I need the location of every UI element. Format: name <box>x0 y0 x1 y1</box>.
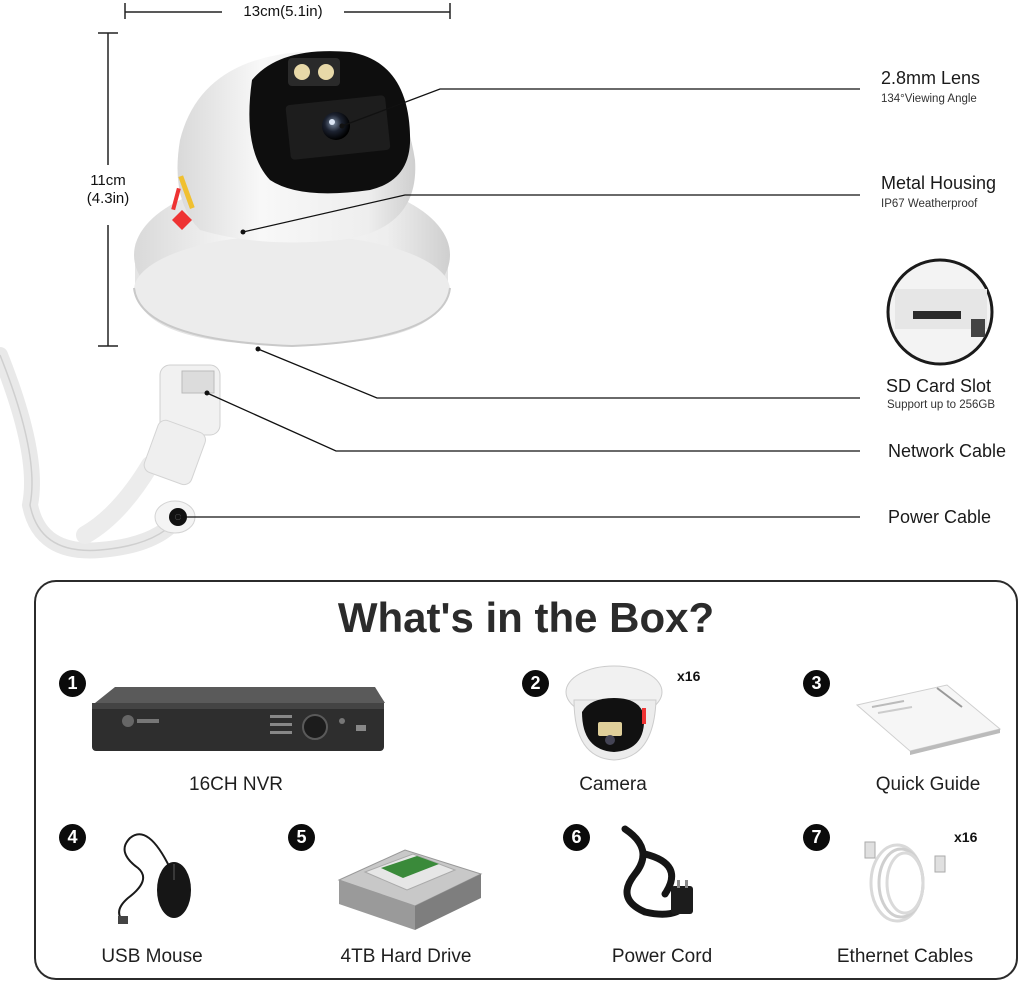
item-label-power-cord: Power Cord <box>611 946 713 967</box>
spec-lens-title: 2.8mm Lens <box>881 68 981 88</box>
height-label-in: (4.3in) <box>86 190 130 207</box>
height-label-cm: 11cm <box>90 172 126 189</box>
box-heading: What's in the Box? <box>337 594 715 641</box>
ethernet-cable-icon <box>864 841 946 923</box>
nvr-icon <box>92 687 385 751</box>
width-dimension-line <box>124 3 451 19</box>
spec-network-cable-title: Network Cable <box>888 441 1007 461</box>
item-number-badge: 7 <box>803 824 830 851</box>
spec-sd-card-subtitle: Support up to 256GB <box>887 399 996 411</box>
spec-lens-subtitle: 134°Viewing Angle <box>881 93 977 105</box>
spec-sd-card-title: SD Card Slot <box>886 376 992 396</box>
camera-icon <box>565 665 663 761</box>
item-label-usb-mouse: USB Mouse <box>101 946 203 967</box>
spec-housing-title: Metal Housing <box>881 173 997 193</box>
height-dimension-line <box>98 32 118 347</box>
item-qty-camera: x16 <box>677 668 701 684</box>
item-label-hard-drive: 4TB Hard Drive <box>340 946 472 967</box>
item-number-badge: 2 <box>522 670 549 697</box>
item-qty-ethernet: x16 <box>954 829 978 845</box>
spec-power-cable-title: Power Cable <box>888 507 992 527</box>
power-cord-icon <box>621 825 693 918</box>
item-number-badge: 6 <box>563 824 590 851</box>
guide-icon <box>855 684 1002 755</box>
mouse-icon <box>118 833 191 924</box>
item-label-nvr: 16CH NVR <box>189 774 283 795</box>
item-number-badge: 5 <box>288 824 315 851</box>
sd-card-slot-inset <box>886 258 994 366</box>
item-number-badge: 1 <box>59 670 86 697</box>
item-number-badge: 3 <box>803 670 830 697</box>
hard-drive-icon <box>337 849 483 930</box>
item-label-quick-guide: Quick Guide <box>875 774 981 795</box>
item-number-badge: 4 <box>59 824 86 851</box>
whats-in-the-box-panel <box>34 580 1018 980</box>
width-label: 13cm(5.1in) <box>243 3 323 20</box>
spec-housing-subtitle: IP67 Weatherproof <box>881 198 978 210</box>
item-label-camera: Camera <box>579 774 647 795</box>
dome-camera-illustration <box>133 51 451 348</box>
cable-illustration <box>0 347 221 559</box>
callout-lines <box>175 88 860 520</box>
item-label-ethernet-cables: Ethernet Cables <box>836 946 974 967</box>
